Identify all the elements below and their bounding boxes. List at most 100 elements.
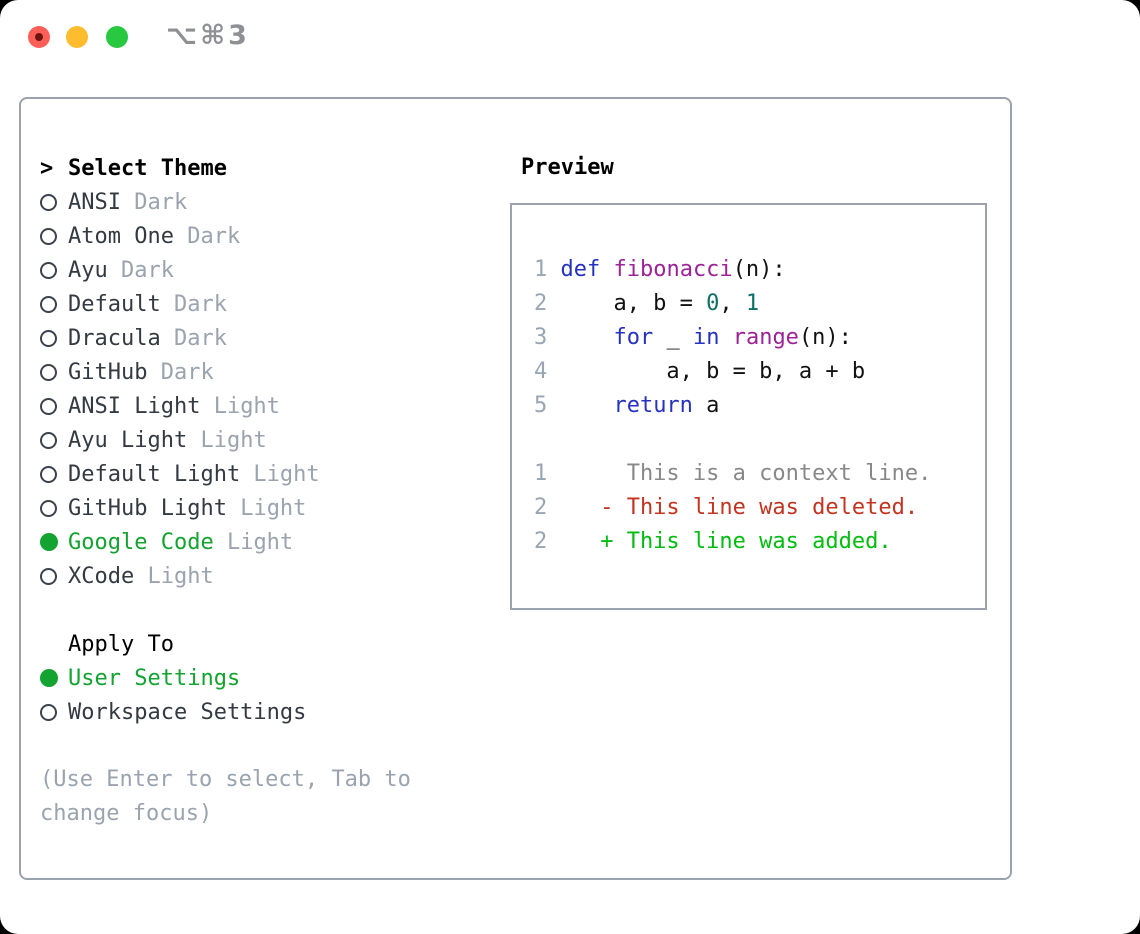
theme-option-ayu-light-light[interactable]: Ayu Light Light — [40, 423, 411, 457]
window-title-shortcut: ⌥⌘3 — [166, 20, 250, 51]
diff-text: - This line was deleted. — [560, 495, 919, 520]
marker-column — [40, 397, 68, 415]
radio-icon — [40, 397, 57, 415]
theme-option-label: Ayu Light — [68, 427, 188, 453]
marker-column — [40, 499, 68, 517]
apply-to-header: Apply To — [40, 627, 411, 661]
code-token: a — [692, 393, 720, 418]
code-token — [600, 257, 613, 282]
minimize-button[interactable] — [66, 26, 88, 48]
marker-column — [40, 295, 68, 313]
theme-variant-label: Light — [226, 495, 307, 521]
theme-option-label: ANSI — [68, 189, 121, 215]
theme-option-label: Dracula — [68, 325, 161, 351]
code-token — [560, 325, 613, 350]
radio-icon — [40, 193, 57, 211]
code-line: 2 a, b = 0, 1 — [534, 287, 985, 321]
line-number: 4 — [534, 359, 548, 384]
radio-icon — [40, 567, 57, 585]
theme-variant-label: Dark — [147, 359, 214, 385]
line-number: 1 — [534, 461, 548, 486]
code-token: in — [692, 325, 720, 350]
code-token — [719, 325, 732, 350]
theme-option-label: Atom One — [68, 223, 174, 249]
theme-variant-label: Dark — [120, 189, 188, 215]
code-token: for — [613, 325, 654, 350]
code-token: , — [719, 291, 746, 316]
spacer — [40, 593, 411, 627]
apply-option-workspace-settings[interactable]: Workspace Settings — [40, 695, 411, 729]
code-token: fibonacci — [613, 257, 733, 282]
theme-option-default-light-light[interactable]: Default Light Light — [40, 457, 411, 491]
select-theme-header: > Select Theme — [40, 151, 411, 185]
apply-option-user-settings[interactable]: User Settings — [40, 661, 411, 695]
radio-icon — [40, 465, 57, 483]
theme-option-label: Default — [68, 291, 161, 317]
marker-column: > — [40, 156, 68, 181]
zoom-button[interactable] — [106, 26, 128, 48]
radio-icon — [40, 329, 57, 347]
close-button[interactable] — [28, 26, 50, 48]
theme-variant-label: Dark — [173, 223, 241, 249]
theme-option-github-dark[interactable]: GitHub Dark — [40, 355, 411, 389]
marker-column — [40, 703, 68, 721]
spacer — [40, 729, 411, 763]
radio-icon — [40, 261, 57, 279]
theme-variant-label: Light — [240, 461, 320, 487]
line-number: 1 — [534, 257, 548, 282]
radio-icon — [40, 703, 57, 721]
diff-line-added: 2 + This line was added. — [534, 525, 985, 559]
marker-column — [40, 193, 68, 211]
line-number: 2 — [534, 495, 548, 520]
preview-title: Preview — [521, 155, 614, 180]
blank-line — [534, 423, 985, 457]
theme-option-github-light-light[interactable]: GitHub Light Light — [40, 491, 411, 525]
theme-option-label: GitHub Light — [68, 495, 227, 521]
line-number: 2 — [534, 529, 548, 554]
titlebar: ⌥⌘3 — [0, 0, 1140, 76]
theme-option-label: ANSI Light — [68, 393, 201, 419]
theme-option-default-dark[interactable]: Default Dark — [40, 287, 411, 321]
code-line: 4 a, b = b, a + b — [534, 355, 985, 389]
theme-option-label: Ayu — [68, 257, 108, 283]
code-line: 5 return a — [534, 389, 985, 423]
radio-icon — [40, 363, 57, 381]
marker-column — [40, 261, 68, 279]
marker-column — [40, 227, 68, 245]
line-number: 2 — [534, 291, 548, 316]
close-dot-icon — [35, 33, 43, 41]
hint-text-line-2: change focus) — [40, 801, 213, 826]
theme-option-label: Google Code — [68, 529, 214, 555]
theme-variant-label: Light — [213, 529, 294, 555]
theme-option-xcode-light[interactable]: XCode Light — [40, 559, 411, 593]
theme-variant-label: Dark — [160, 291, 227, 317]
theme-variant-label: Dark — [107, 257, 174, 283]
theme-option-ansi-dark[interactable]: ANSI Dark — [40, 185, 411, 219]
theme-option-ayu-dark[interactable]: Ayu Dark — [40, 253, 411, 287]
code-token: return — [613, 393, 693, 418]
theme-variant-label: Light — [134, 563, 214, 589]
code-token: 1 — [745, 291, 760, 316]
code-token: 0 — [706, 291, 720, 316]
marker-column — [40, 533, 68, 551]
theme-option-dracula-dark[interactable]: Dracula Dark — [40, 321, 411, 355]
hint-text-line-1: (Use Enter to select, Tab to — [40, 767, 411, 792]
code-token: def — [560, 257, 601, 282]
marker-column — [40, 431, 68, 449]
diff-text: + This line was added. — [560, 529, 892, 554]
theme-option-label: XCode — [68, 563, 135, 589]
theme-option-label: Default Light — [68, 461, 241, 487]
theme-option-ansi-light-light[interactable]: ANSI Light Light — [40, 389, 411, 423]
marker-column — [40, 669, 68, 687]
theme-option-google-code-light[interactable]: Google Code Light — [40, 525, 411, 559]
radio-icon — [40, 227, 57, 245]
theme-variant-label: Light — [187, 427, 267, 453]
marker-column — [40, 329, 68, 347]
theme-option-atom-one-dark[interactable]: Atom One Dark — [40, 219, 411, 253]
code-token — [560, 393, 613, 418]
theme-option-label: GitHub — [68, 359, 148, 385]
